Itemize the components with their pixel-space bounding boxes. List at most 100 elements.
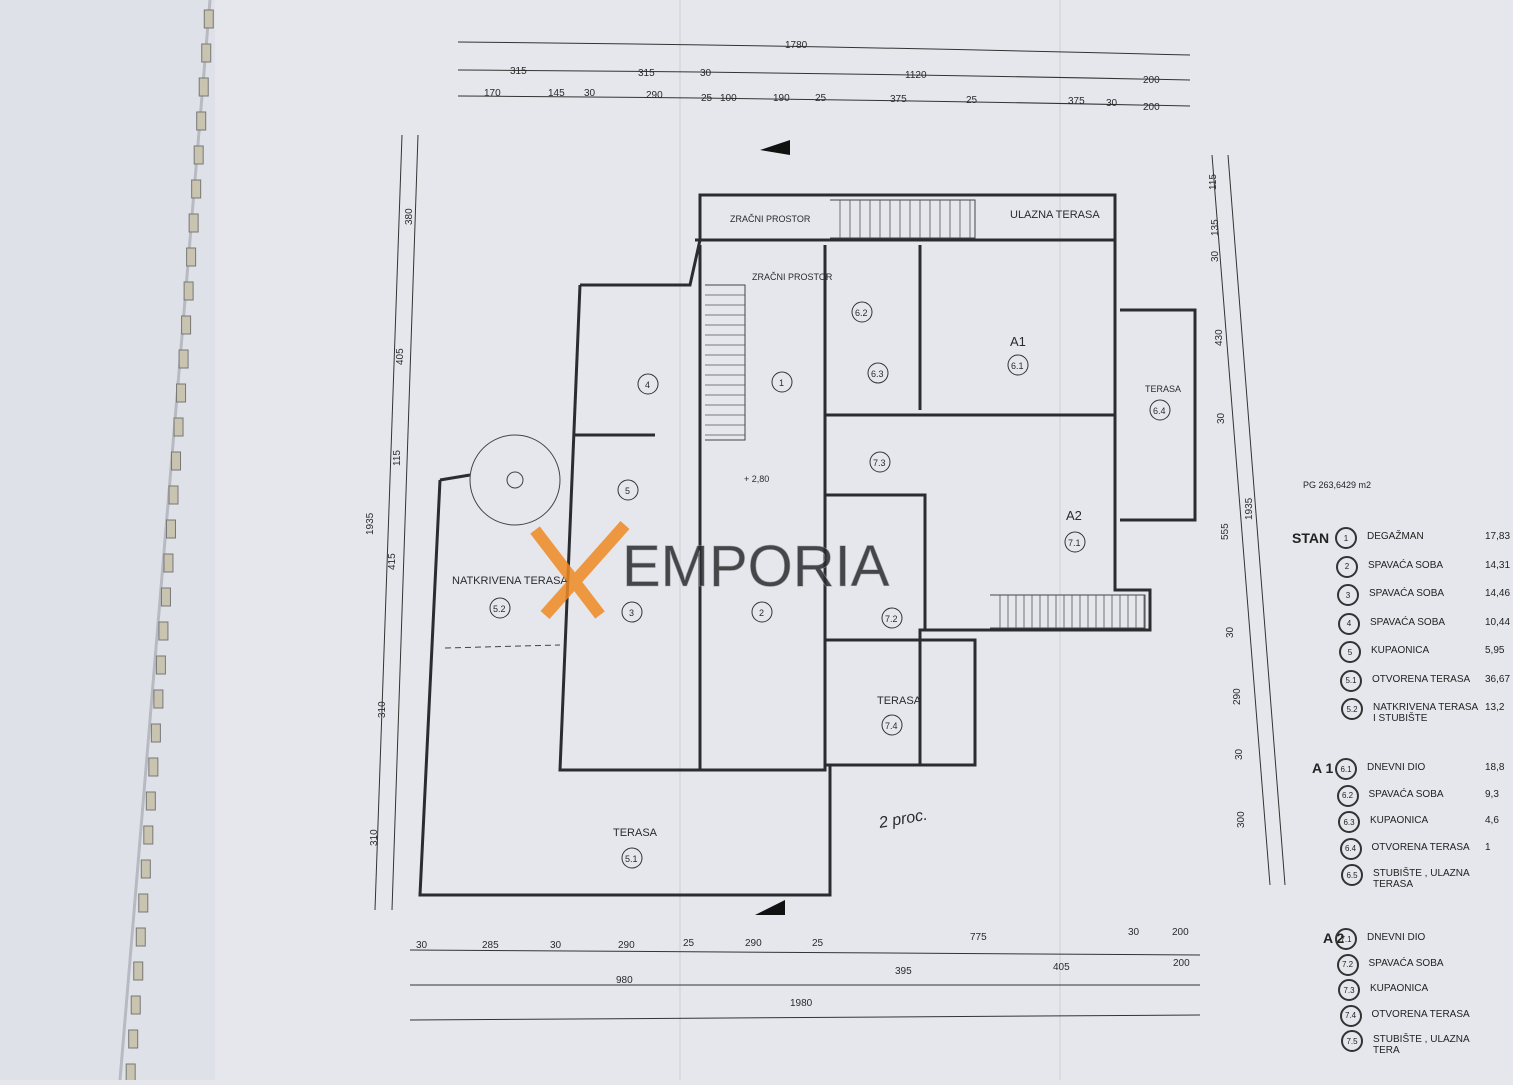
legend-room-number: 7.5 (1341, 1030, 1363, 1052)
binding-ring (150, 723, 161, 743)
binding-rings (125, 9, 214, 1083)
binding-ring (193, 145, 204, 165)
stairs (444, 199, 1146, 649)
legend-room-name: SPAVAĆA SOBA (1368, 559, 1444, 571)
label-covered-terrace: NATKRIVENA TERASA (452, 575, 568, 587)
room-number: 2 (759, 608, 764, 618)
dim-left: 1935 (365, 512, 376, 535)
legend-room-area: 13,2 (1485, 702, 1505, 713)
legend-room-number: 1 (1335, 527, 1357, 549)
legend-room-number: 7.4 (1339, 1004, 1362, 1027)
binding-ring (153, 689, 164, 709)
room-number: 6.3 (871, 369, 884, 379)
room-number: 6.2 (855, 308, 868, 318)
legend-room-name: DEGAŽMAN (1367, 531, 1424, 542)
room-number-circle (1007, 354, 1029, 376)
dim-bottom-row1: 775 (970, 932, 987, 943)
binding-ring (160, 587, 171, 607)
room-number: 7.2 (885, 614, 898, 624)
dim-top-row3: 145 (548, 88, 565, 99)
dim-bottom-row2: 200 (1173, 958, 1190, 969)
room-number-circle (867, 362, 889, 384)
legend-room-area: 18,8 (1485, 762, 1505, 773)
dim-bottom-row1: 25 (683, 938, 695, 949)
binding-ring (186, 247, 197, 267)
binding-ring (138, 893, 149, 913)
binding-ring (168, 485, 179, 505)
dim-top-overall: 1780 (785, 40, 808, 51)
binding-ring (183, 281, 194, 301)
label-a1: A1 (1010, 334, 1026, 349)
dim-bottom-row1: 30 (416, 940, 428, 951)
binding-ring (158, 621, 169, 641)
binding-ring (181, 315, 192, 335)
room-number-circle (751, 601, 773, 623)
dim-bottom-row1: 30 (1128, 927, 1140, 938)
label-a2: A2 (1066, 508, 1082, 523)
dim-top-row3: 100 (720, 93, 737, 104)
label-terrace-a1: TERASA (1145, 384, 1181, 394)
dim-top-row2: 315 (510, 66, 527, 77)
room-number: 6.1 (1011, 361, 1024, 371)
room-number-circle (489, 597, 511, 619)
handwritten-note: 2 proc. (877, 807, 929, 832)
dim-bottom-row1: 30 (550, 940, 562, 951)
legend-room-name: KUPAONICA (1370, 983, 1429, 994)
dim-left: 405 (395, 348, 406, 365)
binding-ring (188, 213, 199, 233)
legend-room-area: 9,3 (1485, 788, 1499, 800)
room-number: 7.4 (885, 721, 898, 731)
dim-top-row3: 190 (773, 93, 790, 104)
dim-bottom-row1: 285 (482, 940, 499, 951)
label-main-terrace: TERASA (613, 827, 658, 839)
room-number-circle (617, 479, 639, 501)
dim-right: 290 (1232, 688, 1243, 705)
binding-ring (130, 995, 141, 1015)
legend-room-name: DNEVNI DIO (1367, 932, 1426, 943)
legend-room-name: OTVORENA TERASA (1371, 1008, 1470, 1020)
room-number: 4 (645, 380, 650, 390)
room-number-circle (869, 451, 891, 473)
room-number-circle (637, 373, 659, 395)
legend-room-area: 5,95 (1485, 645, 1505, 656)
room-number-circle (881, 714, 903, 736)
dim-left: 415 (387, 553, 398, 570)
walls (418, 193, 1197, 897)
binding-ring (198, 77, 209, 97)
left-page (0, 0, 215, 1080)
dim-right: 115 (1208, 174, 1219, 190)
dim-left: 310 (369, 829, 380, 846)
legend-room-name: SPAVAĆA SOBA (1369, 588, 1445, 599)
dim-top-row3: 25 (966, 95, 978, 106)
dim-top-row2: 200 (1143, 75, 1160, 86)
binding-ring (125, 1063, 136, 1083)
watermark-text: EMPORIA (622, 534, 890, 599)
legend-group-title: A 1 (1312, 760, 1334, 776)
legend-room-name: SPAVAĆA SOBA (1368, 788, 1444, 800)
binding-ring (128, 1029, 139, 1049)
room-number-circle (1064, 531, 1086, 553)
level-mark: + 2,80 (744, 474, 769, 484)
legend-room-name: OTVORENA TERASA (1372, 673, 1471, 685)
dim-top-row3: 200 (1143, 102, 1160, 113)
dim-top-row3: 170 (484, 88, 501, 99)
binding-ring (143, 825, 154, 845)
room-number-circle (881, 607, 903, 629)
dimension-lines (374, 41, 1286, 1021)
legend-room-area: 14,46 (1485, 588, 1511, 599)
room-number-circle (851, 301, 873, 323)
dim-top-row2: 315 (638, 68, 655, 79)
dim-bottom-row2: 405 (1053, 962, 1070, 973)
room-number-circle (771, 371, 793, 393)
legend-room-name: STUBIŠTE , ULAZNA TERA (1373, 1034, 1470, 1056)
room-number: 5.1 (625, 854, 638, 864)
binding-ring (203, 9, 214, 29)
room-number-circle (621, 847, 643, 869)
dim-top-row3: 375 (890, 94, 907, 105)
room-number: 6.4 (1153, 406, 1166, 416)
room-number: 1 (779, 378, 784, 388)
binding-ring (133, 961, 144, 981)
dim-left: 310 (377, 701, 388, 718)
